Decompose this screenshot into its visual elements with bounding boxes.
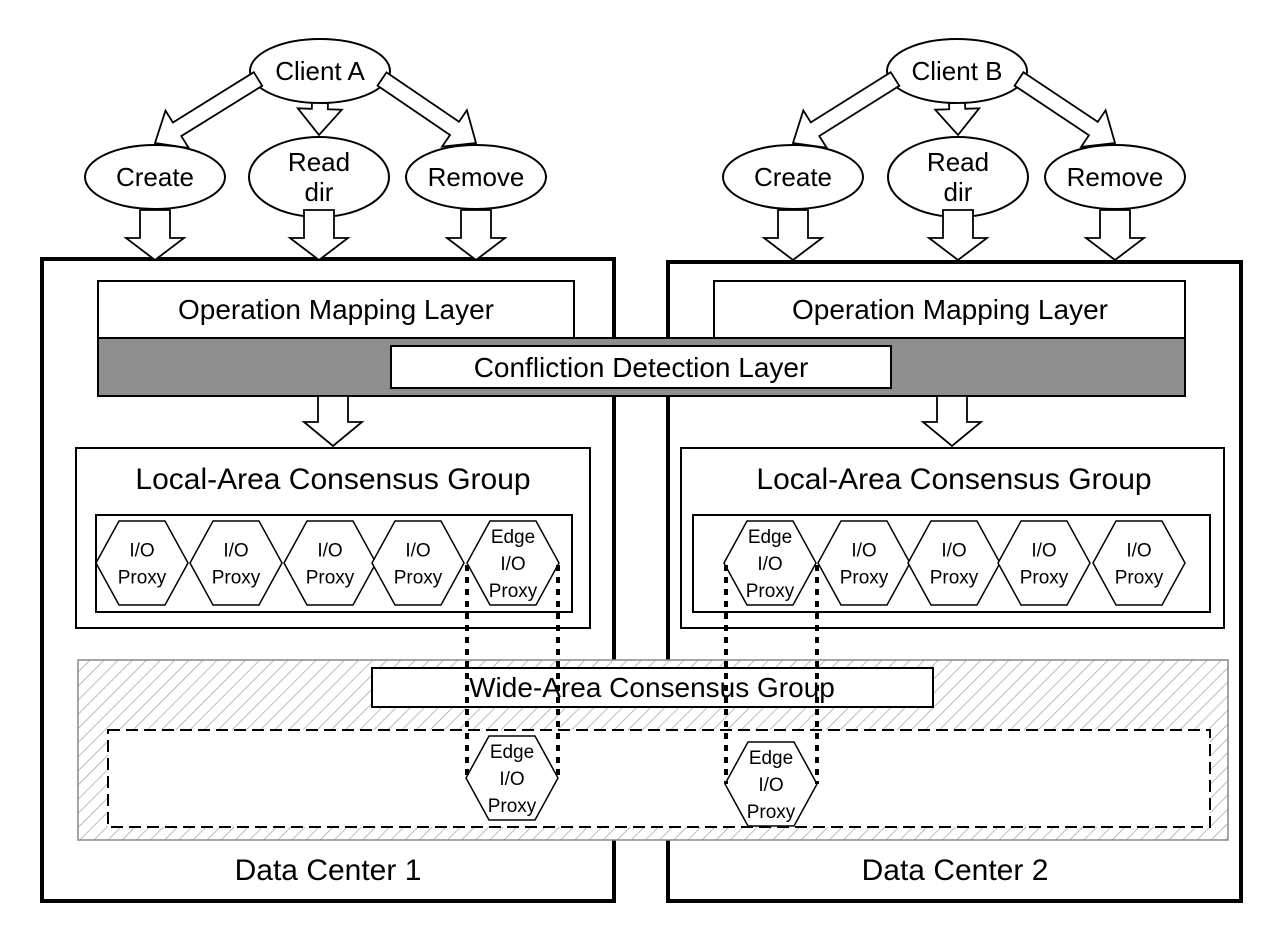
- dc1-io-proxy-1-label: I/O: [129, 541, 154, 562]
- dc2-io-proxy-1-label: I/O: [851, 541, 876, 562]
- dc1-io-proxy-2: [189, 520, 283, 606]
- client-1-op-0-node: [722, 144, 864, 210]
- dc1-io-proxy-1-label: Proxy: [118, 568, 167, 589]
- wide-area-edge-io-proxy-1-label: I/O: [499, 769, 524, 790]
- confliction-to-local-arrow-1: [301, 395, 365, 448]
- operation-mapping-layer-1-label: Operation Mapping Layer: [178, 294, 494, 325]
- dc2-io-proxy-4-label: I/O: [1126, 541, 1151, 562]
- client-1-down-arrow-0: [761, 209, 825, 262]
- client-1-down-arrow-2: [1083, 209, 1147, 262]
- wide-area-inner-dashed-box: [107, 729, 1211, 828]
- data-center-2-label: Data Center 2: [862, 854, 1049, 887]
- wide-area-edge-io-proxy-1-label: Proxy: [488, 796, 537, 817]
- dc1-io-proxy-2-label: I/O: [223, 541, 248, 562]
- confliction-detection-label-box: [390, 345, 892, 389]
- dc1-edge-io-proxy-label: Proxy: [489, 581, 538, 602]
- client-0-op-2-label: Remove: [428, 162, 525, 192]
- dc2-edge-io-proxy-label: Edge: [748, 527, 792, 548]
- client-b-label: Client B: [911, 56, 1002, 86]
- data-center-2-box: [666, 260, 1243, 903]
- client-0-op-1-label: dir: [305, 177, 334, 207]
- dc1-io-proxy-2-label: Proxy: [212, 568, 261, 589]
- client-0-arrow-to-op-1: [295, 101, 344, 137]
- wide-area-edge-io-proxy-2-label: Edge: [749, 748, 793, 769]
- client-0-down-arrow-0: [123, 209, 187, 262]
- client-0-down-arrow-1: [287, 209, 351, 262]
- dc2-edge-io-proxy-label: I/O: [757, 554, 782, 575]
- operation-mapping-layer-2-box: [713, 280, 1186, 339]
- client-0-op-0-label: Create: [116, 162, 194, 192]
- client-1-op-0-label: Create: [754, 162, 832, 192]
- client-1-arrow-to-op-2: [1013, 71, 1117, 149]
- operation-mapping-layer-2-label: Operation Mapping Layer: [792, 294, 1108, 325]
- dc2-io-proxy-3-label: Proxy: [1020, 568, 1069, 589]
- dc1-edge-io-proxy-label: I/O: [500, 554, 525, 575]
- client-1-arrow-to-op-0: [791, 70, 901, 149]
- client-1-op-2-label: Remove: [1067, 162, 1164, 192]
- client-0-op-0-node: [84, 144, 226, 210]
- dc1-io-proxy-3-label: I/O: [317, 541, 342, 562]
- local-area-group-1-label: Local-Area Consensus Group: [135, 463, 530, 496]
- data-center-1-box: [40, 257, 616, 903]
- dc1-io-proxy-4-label: Proxy: [394, 568, 443, 589]
- confliction-detection-label: Confliction Detection Layer: [474, 352, 809, 383]
- dc1-edge-io-proxy-label: Edge: [491, 527, 535, 548]
- client-0-arrow-to-op-2: [376, 71, 478, 148]
- dc2-io-proxy-4: [1092, 520, 1186, 606]
- dc2-io-proxy-3-label: I/O: [1031, 541, 1056, 562]
- client-1-op-2-node: [1044, 144, 1186, 210]
- confliction-to-local-arrow-2: [920, 395, 984, 448]
- client-1-op-1-label: dir: [944, 177, 973, 207]
- operation-mapping-layer-1-box: [97, 280, 575, 339]
- client-0-op-2-node: [405, 144, 547, 210]
- client-0-arrow-to-op-0: [153, 70, 264, 150]
- client-0-down-arrow-2: [444, 209, 508, 262]
- dc2-io-proxy-4-label: Proxy: [1115, 568, 1164, 589]
- dc2-io-proxy-2-label: I/O: [941, 541, 966, 562]
- wide-area-edge-io-proxy-1-label: Edge: [490, 742, 534, 763]
- dc1-io-proxy-4-label: I/O: [405, 541, 430, 562]
- wide-area-edge-io-proxy-2-label: Proxy: [747, 802, 796, 823]
- dc1-edge-io-proxy: [466, 520, 560, 606]
- client-1-op-1-label: Read: [927, 147, 989, 177]
- dc1-io-proxy-4: [371, 520, 465, 606]
- client-1-down-arrow-1: [926, 209, 990, 262]
- local-area-group-2-label: Local-Area Consensus Group: [756, 463, 1151, 496]
- dc2-io-proxy-1-label: Proxy: [840, 568, 889, 589]
- data-center-1-label: Data Center 1: [235, 854, 422, 887]
- dc2-edge-io-proxy-label: Proxy: [746, 581, 795, 602]
- wide-area-edge-io-proxy-1: [465, 735, 559, 821]
- wide-area-label: Wide-Area Consensus Group: [469, 672, 835, 703]
- dc2-io-proxy-2-label: Proxy: [930, 568, 979, 589]
- client-0-op-1-label: Read: [288, 147, 350, 177]
- client-1-arrow-to-op-1: [933, 101, 982, 137]
- dc2-edge-io-proxy: [723, 520, 817, 606]
- dc2-io-proxy-3: [997, 520, 1091, 606]
- dc1-io-proxy-1: [95, 520, 189, 606]
- wide-area-edge-io-proxy-2-label: I/O: [758, 775, 783, 796]
- client-a-label: Client A: [275, 56, 365, 86]
- dc1-io-proxy-3-label: Proxy: [306, 568, 355, 589]
